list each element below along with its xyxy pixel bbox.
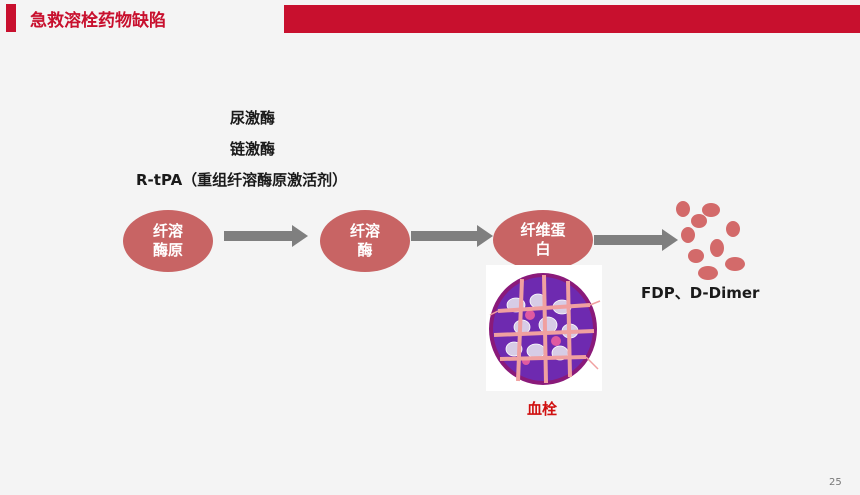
fibrin-fragments-icon — [676, 201, 745, 280]
node-fibrin: 纤维蛋 白 — [493, 210, 593, 270]
node-fibrin-label: 纤维蛋 白 — [520, 221, 566, 258]
node-plasmin-label: 纤溶 酶 — [349, 222, 380, 259]
arrow-2 — [411, 225, 493, 247]
node-plasminogen: 纤溶 酶原 — [123, 210, 213, 272]
page-number: 25 — [829, 477, 842, 488]
drug-urokinase: 尿激酶 — [230, 109, 276, 127]
thrombus-label: 血栓 — [527, 400, 558, 418]
drug-streptokinase: 链激酶 — [230, 140, 276, 158]
header-banner — [284, 5, 860, 33]
node-plasmin: 纤溶 酶 — [320, 210, 410, 272]
slide-title: 急救溶栓药物缺陷 — [30, 11, 166, 31]
node-plasminogen-label: 纤溶 酶原 — [152, 222, 183, 259]
thrombus-icon — [486, 265, 602, 391]
arrow-3 — [594, 229, 678, 251]
drug-rtpa: R-tPA（重组纤溶酶原激活剂） — [136, 171, 348, 189]
arrow-1 — [224, 225, 308, 247]
header-accent-bar — [6, 4, 16, 32]
degradation-products-label: FDP、D-Dimer — [641, 284, 760, 302]
